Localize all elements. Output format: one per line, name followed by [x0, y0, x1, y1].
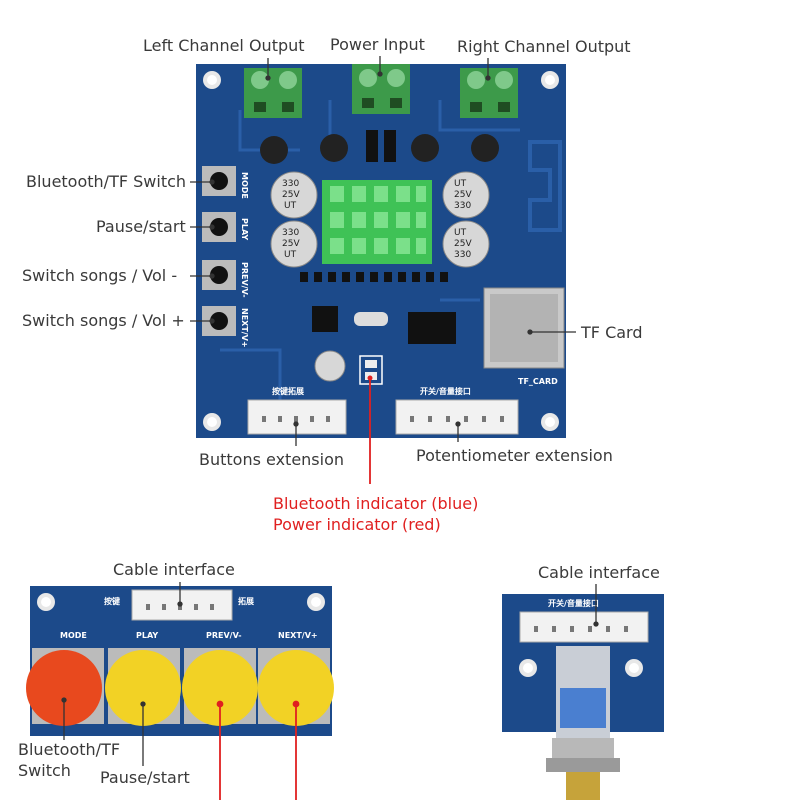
label-buttons-extension: Buttons extension [199, 450, 345, 469]
power-input-terminal [352, 64, 410, 114]
svg-text:PLAY: PLAY [136, 631, 158, 640]
label-right-channel-output: Right Channel Output [457, 37, 631, 56]
svg-text:MODE: MODE [60, 631, 87, 640]
label-power-input: Power Input [330, 35, 425, 54]
svg-text:PLAY: PLAY [240, 218, 249, 240]
button-board: 按键 拓展 MODE PLAY PREV/V- NEXT/V+ [26, 586, 334, 736]
label-potentiometer-extension: Potentiometer extension [416, 446, 613, 465]
pot-board-connector [519, 611, 649, 643]
label-switch-vol-plus: Switch songs / Vol + [22, 311, 185, 330]
pointer-lines [190, 56, 576, 446]
yellow-play-button [105, 650, 181, 726]
svg-text:25V: 25V [282, 239, 300, 249]
svg-text:按键拓展: 按键拓展 [272, 386, 304, 396]
red-mode-button [26, 650, 102, 726]
label-pause-start-bottom: Pause/start [100, 768, 190, 787]
svg-text:拓展: 拓展 [238, 596, 254, 606]
potentiometer-board: 开关/音量接口 [502, 594, 664, 800]
svg-text:330: 330 [282, 179, 299, 189]
svg-text:UT: UT [284, 250, 297, 260]
svg-text:开关/音量接口: 开关/音量接口 [548, 598, 599, 608]
antenna-trace [528, 140, 562, 232]
svg-text:330: 330 [282, 228, 299, 238]
svg-text:NEXT/V+: NEXT/V+ [278, 631, 318, 640]
svg-text:25V: 25V [454, 239, 472, 249]
yellow-prev-button [182, 650, 258, 726]
tf-card-slot: TF_CARD [483, 287, 565, 386]
label-power-indicator: Power indicator (red) [273, 515, 441, 534]
label-cable-interface-right: Cable interface [538, 563, 660, 582]
svg-text:开关/音量接口: 开关/音量接口 [420, 386, 471, 396]
indicator-pointer [367, 375, 373, 484]
label-switch-vol-minus: Switch songs / Vol - [22, 266, 178, 285]
svg-text:25V: 25V [454, 190, 472, 200]
yellow-next-button [258, 650, 334, 726]
mounting-holes [203, 71, 559, 431]
svg-text:330: 330 [454, 250, 471, 260]
buttons-extension-connector: 按键拓展 [247, 386, 347, 435]
label-tf-card: TF Card [581, 323, 643, 342]
svg-text:UT: UT [454, 228, 467, 238]
svg-text:PREV/V-: PREV/V- [240, 262, 249, 298]
svg-text:UT: UT [454, 179, 467, 189]
label-cable-interface-left: Cable interface [113, 560, 235, 579]
svg-text:TF_CARD: TF_CARD [518, 377, 558, 386]
button-board-red-pointers [216, 700, 300, 800]
svg-text:UT: UT [284, 201, 297, 211]
button-board-pointers [61, 582, 183, 766]
left-channel-terminal [244, 68, 302, 118]
label-bt-tf-line2: Switch [18, 761, 71, 780]
potentiometer-shaft [566, 772, 600, 800]
svg-text:NEXT/V+: NEXT/V+ [240, 308, 249, 348]
label-bt-indicator: Bluetooth indicator (blue) [273, 494, 479, 513]
svg-text:330: 330 [454, 201, 471, 211]
svg-text:PREV/V-: PREV/V- [206, 631, 242, 640]
svg-text:按键: 按键 [104, 596, 120, 606]
label-left-channel-output: Left Channel Output [143, 36, 305, 55]
label-pause-start: Pause/start [96, 217, 186, 236]
main-chip [408, 312, 456, 344]
svg-text:MODE: MODE [240, 172, 249, 199]
heatsink [322, 180, 432, 264]
pot-board-pointer [593, 584, 599, 627]
tactile-buttons: MODE PLAY PREV/V- NEXT/V+ [202, 166, 249, 348]
potentiometer-connector: 开关/音量接口 [395, 386, 519, 435]
svg-text:25V: 25V [282, 190, 300, 200]
label-bt-tf-line1: Bluetooth/TF [18, 740, 121, 759]
label-bt-tf-switch: Bluetooth/TF Switch [26, 172, 187, 191]
right-channel-terminal [460, 68, 518, 118]
